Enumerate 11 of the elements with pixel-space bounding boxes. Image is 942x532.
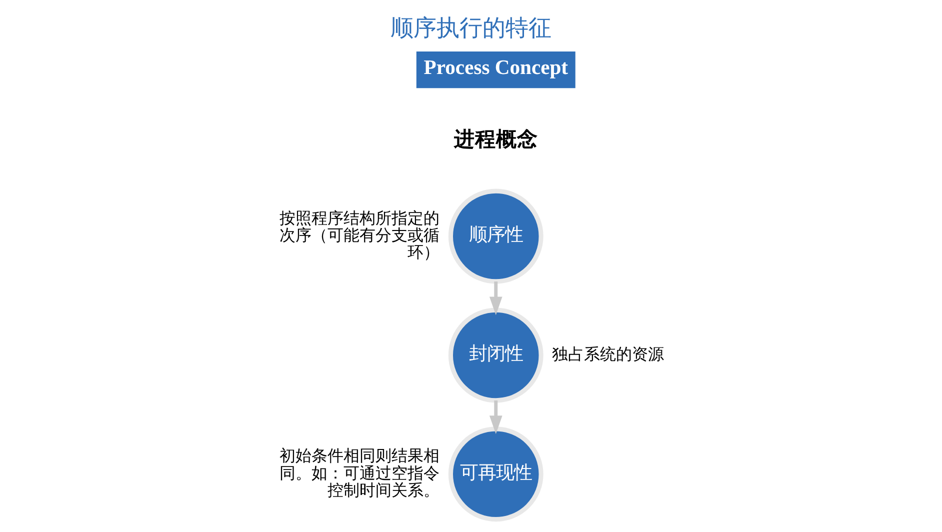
- arrow: [489, 282, 502, 316]
- label: Process Concept: [424, 56, 568, 79]
- node-circle: 封闭性: [448, 308, 544, 403]
- node-label: 初始条件相同则结果相同。如：可通过空指令控制时间关系。: [279, 446, 440, 500]
- node-label: 独占系统的资源: [552, 344, 664, 364]
- node-label: 按照程序结构所指定的次序（可能有分支或循环）: [279, 208, 440, 262]
- diagram-title: 顺序执行的特征: [390, 16, 552, 42]
- node-circle: 可再现性: [448, 426, 544, 522]
- node-circle: 顺序性: [448, 188, 544, 284]
- arrow: [489, 400, 502, 434]
- label: 进程概念: [454, 126, 538, 151]
